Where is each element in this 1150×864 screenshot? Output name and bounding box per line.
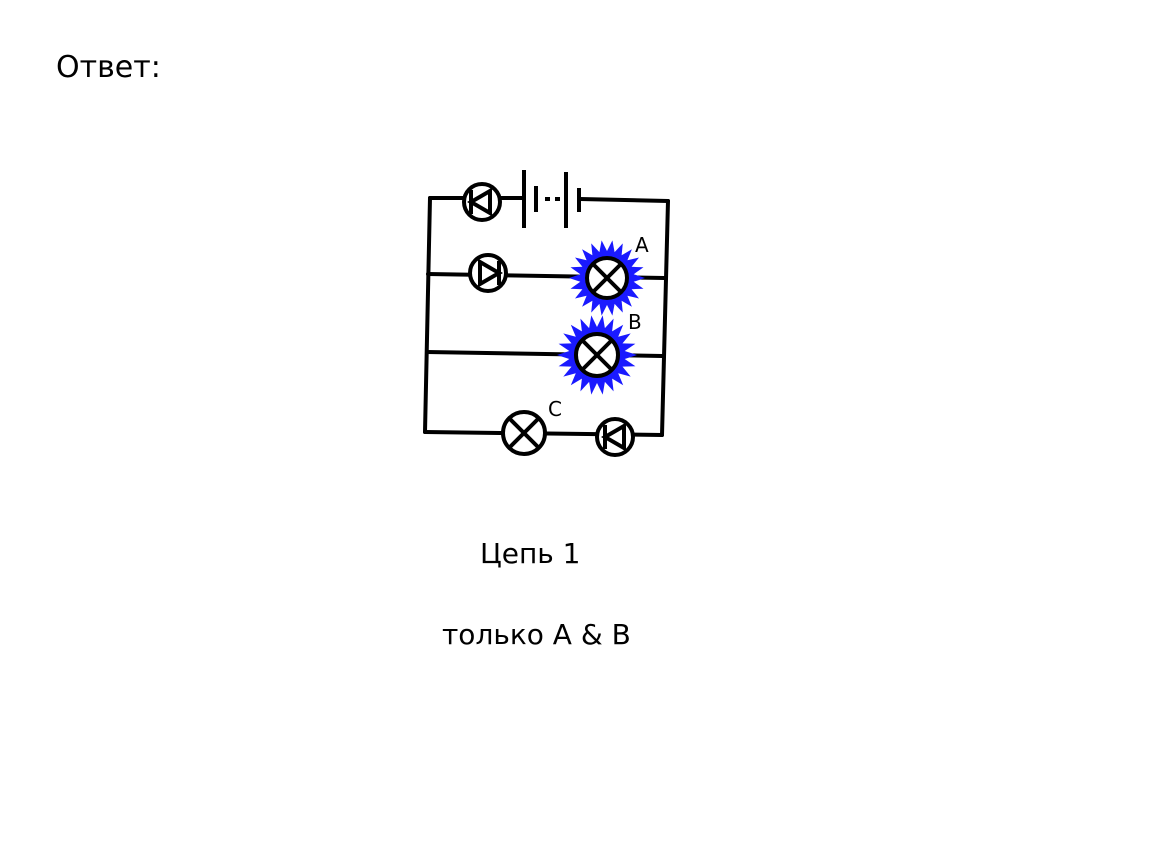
lamp-a-label: A [635,233,649,257]
lamp-a-icon [569,240,645,316]
battery-icon [522,170,581,228]
top-wire-right [578,197,670,203]
right-wire [660,199,670,437]
diode-branch-c-icon [595,417,635,457]
diode-branch-a-icon [468,253,508,293]
left-wire [423,196,432,434]
lamp-b-icon [557,315,637,395]
diode-top-icon [462,182,502,222]
answer-text: только A & B [442,618,631,651]
lamp-b-label: B [628,310,642,334]
lamp-c-label: C [548,397,562,421]
lamp-c-icon [501,410,547,456]
answer-heading: Ответ: [56,50,161,85]
circuit-name: Цепь 1 [480,537,581,570]
